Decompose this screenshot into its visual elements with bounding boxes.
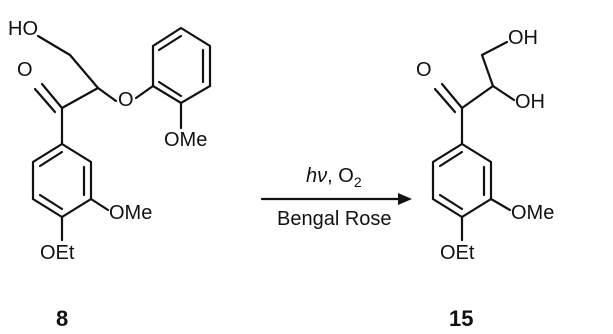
- ketone-oxygen-label-15: O: [416, 59, 432, 81]
- ethoxy-label-15: OEt: [440, 242, 475, 264]
- hydroxyl-mid-label-15: OH: [515, 91, 545, 113]
- methoxy-label-ring-a-8: OMe: [109, 202, 153, 224]
- hydroxyl-top-label-15: OH: [508, 27, 538, 49]
- ketone-oxygen-label-8: O: [17, 59, 33, 81]
- light-symbol: hν: [306, 165, 328, 187]
- reaction-arrow-head: [398, 193, 412, 205]
- compound-number-15: 15: [449, 306, 474, 331]
- hydroxyl-label-8: HO: [8, 18, 38, 40]
- compound-number-8: 8: [56, 306, 69, 331]
- ether-oxygen-label-8: O: [118, 89, 134, 111]
- ethoxy-label-8: OEt: [40, 242, 75, 264]
- oxygen-symbol: O: [338, 165, 354, 187]
- reagent-label: Bengal Rose: [277, 208, 392, 230]
- methoxy-label-ring-b-8: OMe: [164, 129, 208, 151]
- oxygen-subscript: 2: [353, 174, 362, 190]
- reaction-conditions-top: hν, O2: [306, 165, 362, 190]
- methoxy-label-15: OMe: [511, 202, 555, 224]
